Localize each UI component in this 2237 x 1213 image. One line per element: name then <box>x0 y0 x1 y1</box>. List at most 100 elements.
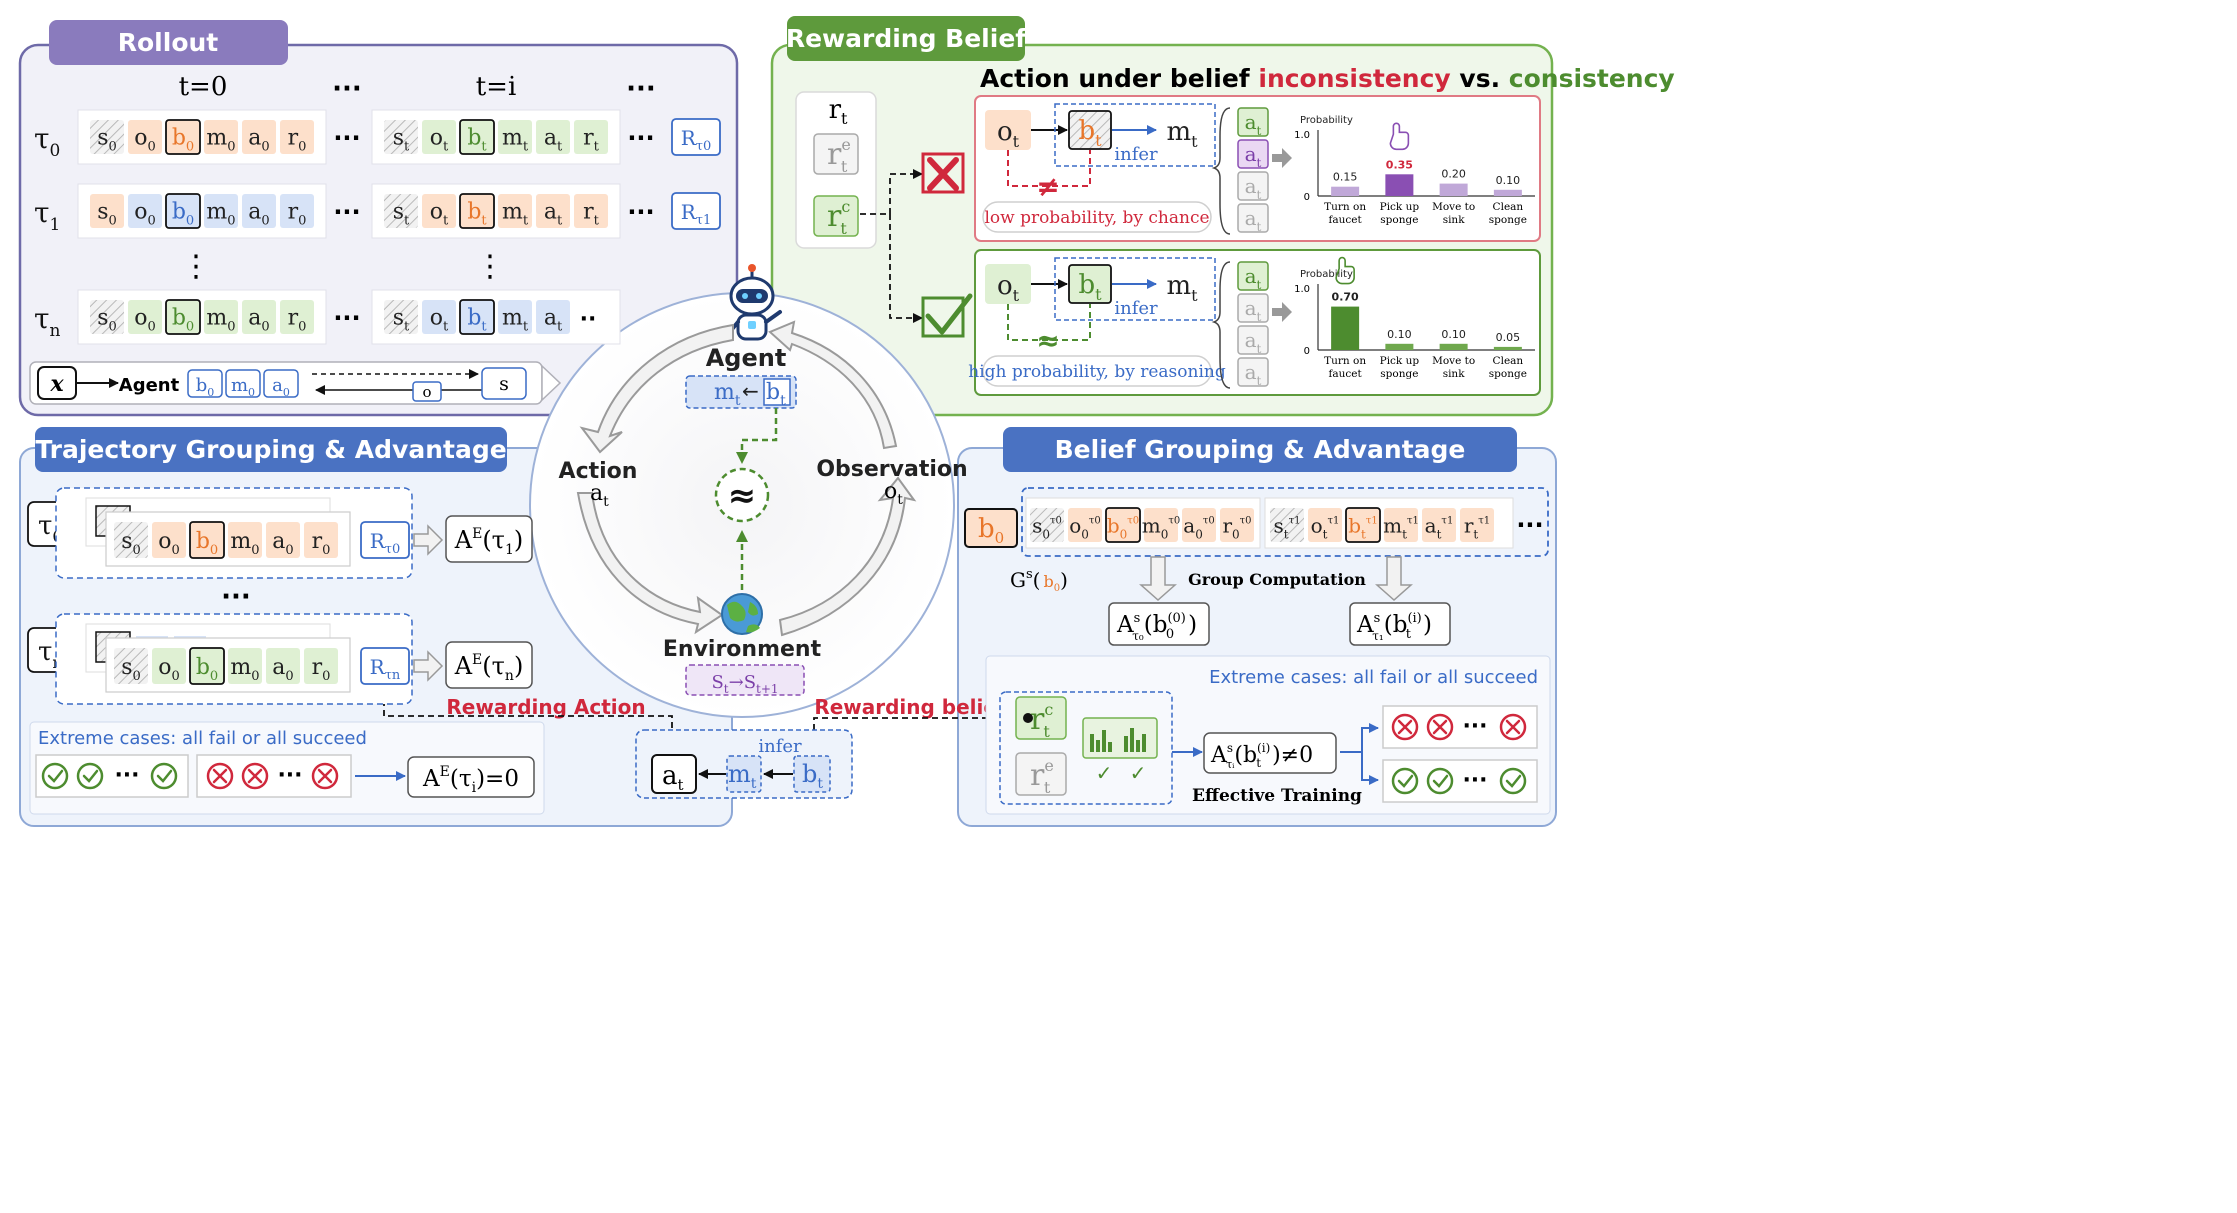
row-ellipsis: ··· <box>333 124 360 152</box>
token-text: bt <box>467 125 487 154</box>
token-text: a0 <box>272 655 293 684</box>
token-text: mt <box>502 305 529 334</box>
traj-label: τn <box>34 302 61 341</box>
svg-text:Rτ0: Rτ0 <box>681 126 712 154</box>
cycle-arrows <box>576 320 917 637</box>
token-text: a0 <box>248 125 269 154</box>
time-header-0: t=0 <box>179 72 228 102</box>
token-text: at <box>1245 296 1262 324</box>
token-text: st <box>393 305 410 334</box>
token-text: o0 <box>134 305 156 334</box>
token-b0: b0 <box>189 647 225 685</box>
token-text: r0 <box>288 199 307 228</box>
chart-ytick: 0 <box>1304 192 1310 203</box>
vdots: ⋮ <box>181 249 211 284</box>
success-icon <box>41 762 69 790</box>
traj-label: τ1 <box>34 196 60 235</box>
token-text: mt <box>502 125 529 154</box>
traj-advantage: AE(τn) <box>454 652 524 684</box>
globe-icon <box>721 593 763 635</box>
chart-bar <box>1439 183 1468 196</box>
success-icon <box>1499 767 1527 795</box>
token-text: s0 <box>121 529 141 558</box>
flow-s: s <box>499 373 509 395</box>
chart-category-label: faucet <box>1329 214 1363 226</box>
token-text: mt <box>1166 117 1198 151</box>
token-mt: mt <box>498 120 532 154</box>
token-mt: mt <box>498 300 532 334</box>
chart-value-label: 0.10 <box>1441 328 1466 341</box>
token-bt: bt <box>459 119 495 155</box>
success-icon <box>1391 767 1419 795</box>
failure-icon <box>241 762 269 790</box>
token-rt: rt <box>574 194 608 228</box>
token-text: ot <box>997 117 1020 151</box>
token-text: rt <box>583 199 600 228</box>
token-r0: r0 <box>280 120 314 154</box>
token-s0: s0 <box>90 194 124 228</box>
trajectory-grouping-title: Trajectory Grouping & Advantage <box>35 435 506 464</box>
chart-value-label: 0.15 <box>1333 171 1358 184</box>
token-stτ1: stτ1 <box>1270 508 1304 542</box>
pointer-hand-icon <box>1335 256 1355 285</box>
chart-bar <box>1493 189 1522 196</box>
token-text: m0 <box>206 199 235 228</box>
token-text: atτ1 <box>1425 513 1454 541</box>
effective-training: Effective Training <box>1192 786 1362 806</box>
return-box: Rτ0 <box>671 118 721 156</box>
token-bt: bt <box>459 193 495 229</box>
chart-bar <box>1385 174 1414 196</box>
token-text: b0 <box>172 125 194 154</box>
chart-bar <box>1331 186 1360 196</box>
failure-icon <box>206 762 234 790</box>
flow-o: o <box>422 383 431 401</box>
token-text: at <box>544 125 563 154</box>
gs-label: Gs(b0) <box>1010 567 1068 594</box>
token-text: stτ1 <box>1274 513 1301 541</box>
token-text: bt <box>1078 270 1102 304</box>
chart-bar <box>1331 306 1360 350</box>
failure-icon <box>1426 713 1454 741</box>
failure-icon <box>311 762 339 790</box>
chart-ytick: 1.0 <box>1294 130 1310 141</box>
token-o0: o0 <box>152 522 186 558</box>
trajectory-groups: τ0s0o0b0m0a0r0Rτ0AE(τ1)τns0o0b0m0a0r0Rτn… <box>27 487 533 705</box>
pointer-hand-icon <box>1389 122 1410 151</box>
traj-dots: ··· <box>221 582 251 612</box>
chart-category-label: Turn on <box>1324 201 1366 213</box>
token-text: s0 <box>97 305 117 334</box>
chart-bar <box>1385 343 1414 350</box>
chart-category-label: Turn on <box>1324 355 1366 367</box>
chart-category-label: Clean <box>1493 201 1524 213</box>
token-text: b0 <box>172 199 194 228</box>
environment-label: Environment <box>663 637 822 662</box>
center-arrow: ← <box>742 379 759 403</box>
traj-advantage: AE(τ1) <box>454 526 524 558</box>
agent-label: Agent <box>706 344 787 372</box>
token-text: bt <box>467 305 487 334</box>
token-text: bt <box>1078 116 1102 150</box>
token-text: at <box>1245 360 1262 388</box>
token-a0: a0 <box>266 522 300 558</box>
token-text: b0 <box>196 655 218 684</box>
success-icon <box>76 762 104 790</box>
token-rtτ1: rtτ1 <box>1460 508 1494 542</box>
token-text: at <box>1245 328 1262 356</box>
token-st: st <box>384 300 418 334</box>
probability-note: low probability, by chance <box>984 208 1209 228</box>
token-a0τ0: a0τ0 <box>1182 508 1216 542</box>
chart-value-label: 0.10 <box>1496 174 1521 187</box>
traj-result: AE(τi)=0 <box>422 764 519 796</box>
chart-value-label: 0.70 <box>1332 291 1359 304</box>
time-header-i: t=i <box>476 72 517 102</box>
token-text: bt <box>467 199 487 228</box>
return-box: Rτn <box>360 647 410 685</box>
token-m0: m0 <box>204 120 238 154</box>
token-text: m0 <box>206 305 235 334</box>
chart-value-label: 0.20 <box>1441 168 1466 181</box>
token-text: at <box>544 305 563 334</box>
token-text: otτ1 <box>1311 513 1340 541</box>
token-text: rt <box>583 125 600 154</box>
ellipsis: ··· <box>277 763 302 788</box>
